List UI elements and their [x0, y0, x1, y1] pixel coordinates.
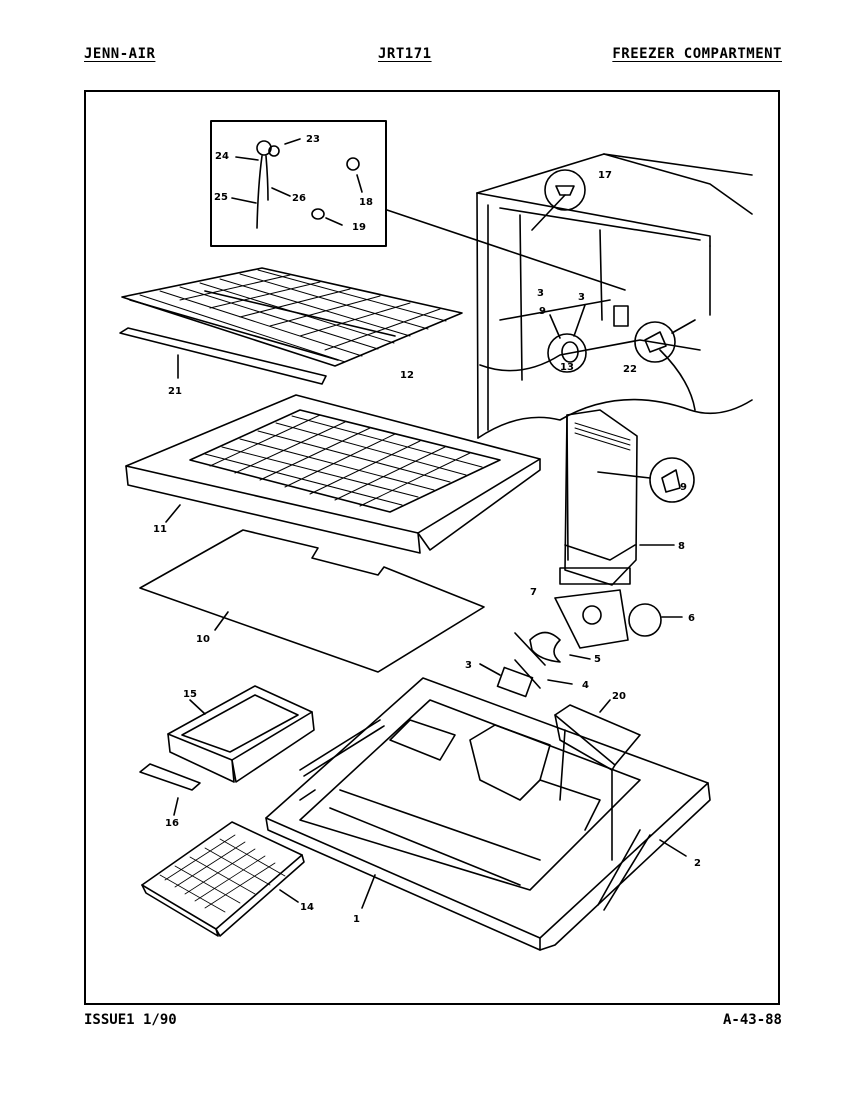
callout-8: 8	[678, 541, 685, 552]
callout-15: 15	[183, 689, 197, 700]
leader-to-cabinet	[386, 209, 626, 291]
callout-19: 19	[352, 222, 366, 233]
light-socket-inset	[210, 120, 387, 247]
section-title: FREEZER COMPARTMENT	[612, 46, 782, 62]
callout-3c: 3	[465, 660, 472, 671]
callout-6: 6	[688, 613, 695, 624]
callout-22: 22	[623, 364, 637, 375]
callout-7: 7	[530, 587, 537, 598]
shelf-rail	[119, 327, 327, 385]
callout-24: 24	[215, 151, 229, 162]
callout-5: 5	[594, 654, 601, 665]
cabinet-callout-circles	[531, 169, 696, 373]
freezer-floor-liner	[265, 677, 711, 951]
bin-handle	[139, 763, 201, 816]
callout-2: 2	[694, 858, 701, 869]
freezer-shelf	[125, 394, 541, 554]
fan-assembly	[479, 589, 683, 698]
freezer-cabinet	[476, 153, 753, 439]
callout-25: 25	[214, 192, 228, 203]
callout-9a: 9	[539, 306, 546, 317]
callout-1: 1	[353, 914, 360, 925]
callout-17: 17	[598, 170, 612, 181]
diagram-frame	[84, 90, 780, 1005]
brand-title: JENN-AIR	[84, 46, 156, 62]
wire-shelf	[121, 267, 463, 367]
callout-20: 20	[612, 691, 626, 702]
callout-3a: 3	[537, 288, 544, 299]
page-number: A-43-88	[722, 1012, 782, 1028]
air-duct	[554, 699, 641, 861]
callout-9b: 9	[680, 482, 687, 493]
callout-16: 16	[165, 818, 179, 829]
callout-3b: 3	[578, 292, 585, 303]
issue-date: ISSUE1 1/90	[84, 1012, 177, 1028]
callout-18: 18	[359, 197, 373, 208]
callout-labels: 1 2 3 3 3 4 5 6 7 8 9 9 10 11 12 13 14 1…	[153, 134, 701, 925]
callout-11: 11	[153, 524, 167, 535]
frame-trim	[299, 719, 687, 911]
evaporator-cover	[559, 409, 695, 586]
callout-10: 10	[196, 634, 210, 645]
callout-14: 14	[300, 902, 314, 913]
ice-cube-tray	[141, 821, 305, 937]
callout-21: 21	[168, 386, 182, 397]
callout-4: 4	[582, 680, 589, 691]
callout-13: 13	[560, 362, 574, 373]
liner-sheet	[139, 529, 485, 673]
callout-26: 26	[292, 193, 306, 204]
callout-12: 12	[400, 370, 414, 381]
model-number: JRT171	[378, 46, 432, 62]
ice-bin	[167, 685, 315, 783]
callout-23: 23	[306, 134, 320, 145]
